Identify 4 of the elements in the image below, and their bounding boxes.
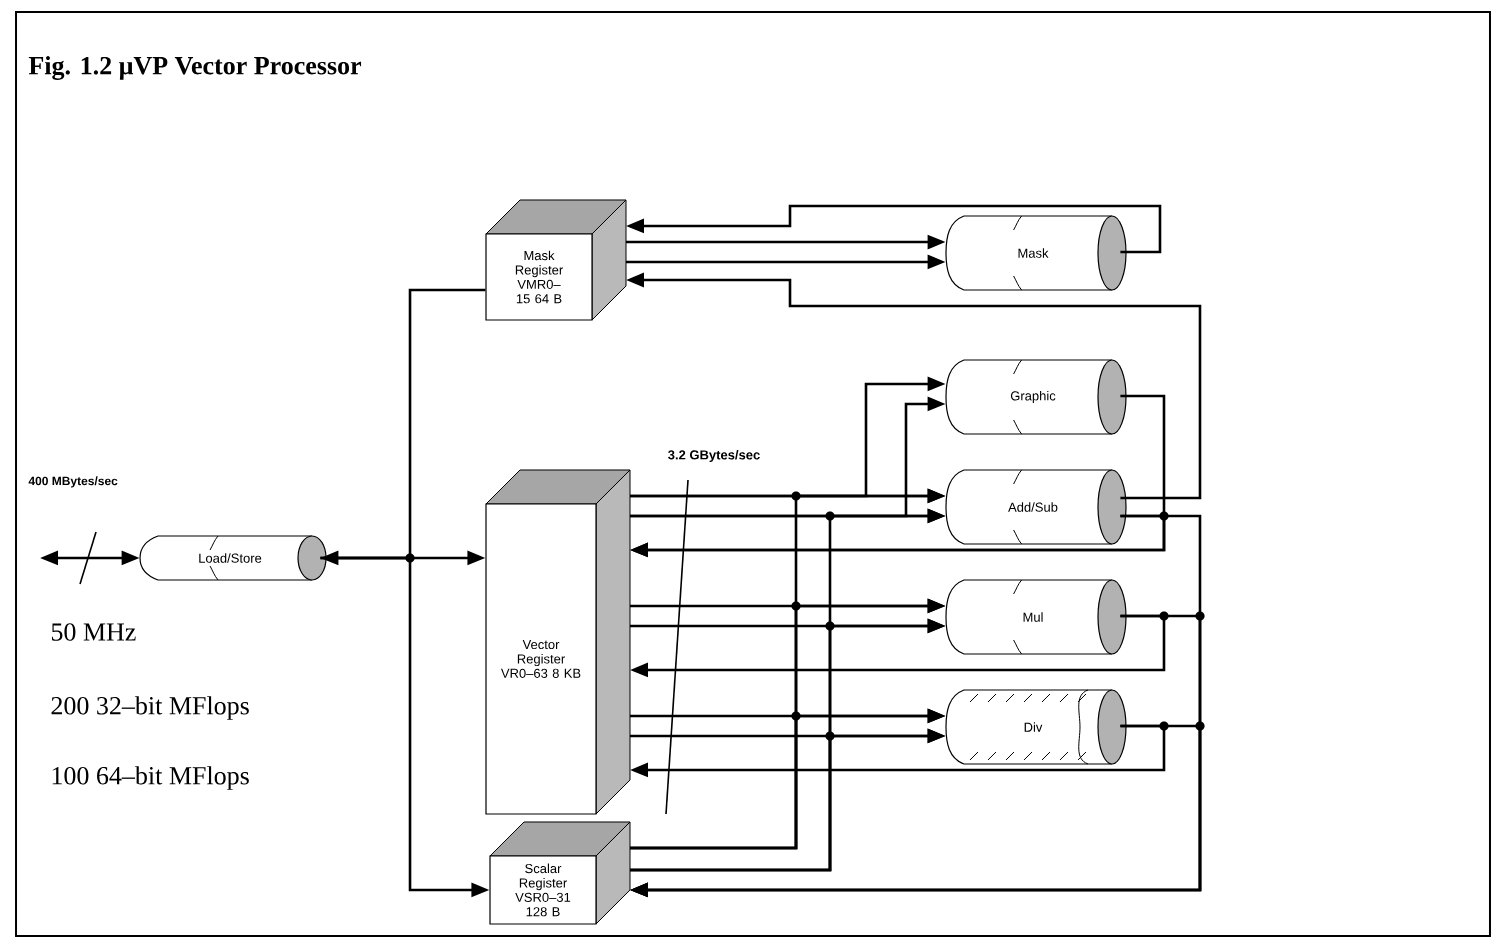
annotation-text: 100 64–bit MFlops: [52, 766, 249, 790]
annotation-text: 50 MHz: [51, 623, 136, 641]
figure-title: Fig. 1.2 μVP Vector Processor: [28, 56, 362, 80]
annotation-text: 200 32–bit MFlops: [51, 696, 249, 720]
